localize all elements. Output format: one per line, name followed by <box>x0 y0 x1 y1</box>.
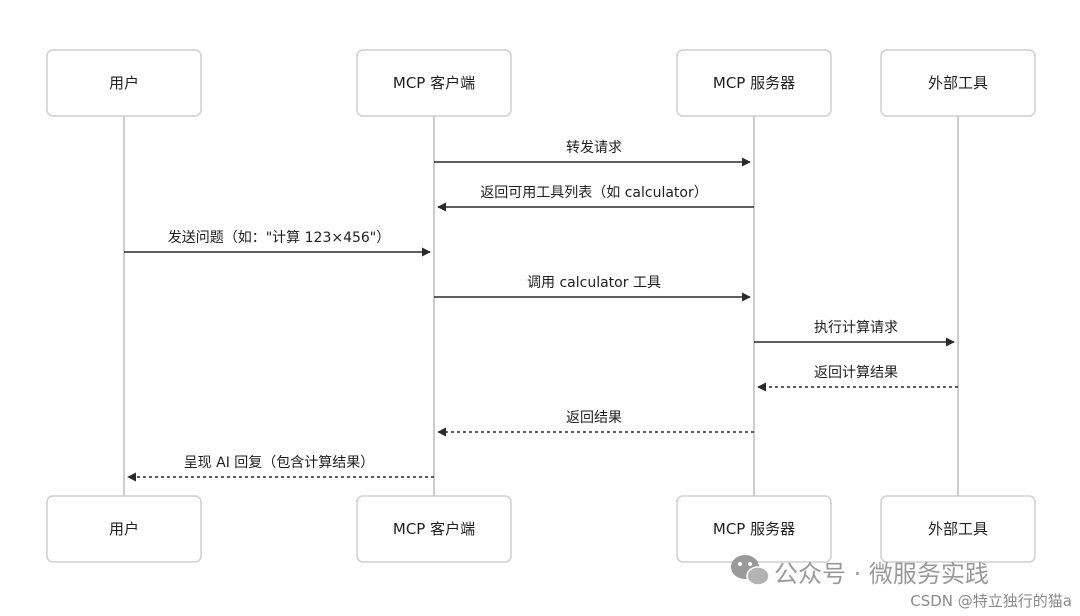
participant-box <box>356 49 512 117</box>
message-label: 执行计算请求 <box>814 320 898 336</box>
participant-user-bottom: 用户 <box>46 495 202 563</box>
watermark: 公众号 · 微服务实践 <box>731 555 989 588</box>
participant-label: MCP 服务器 <box>713 520 795 538</box>
participant-label: MCP 客户端 <box>393 520 475 538</box>
message-2: 返回可用工具列表（如 calculator） <box>437 185 754 212</box>
participant-tool-top: 外部工具 <box>880 49 1036 117</box>
message-label: 返回结果 <box>566 410 622 426</box>
participant-user-top: 用户 <box>46 49 202 117</box>
footer-credit: CSDN @特立独行的猫a <box>910 592 1072 610</box>
message-8: 呈现 AI 回复（包含计算结果） <box>127 454 434 482</box>
participant-box <box>880 495 1036 563</box>
participant-box <box>46 49 202 117</box>
lifelines <box>123 116 959 496</box>
message-1: 转发请求 <box>434 140 751 167</box>
message-6: 返回计算结果 <box>757 365 958 392</box>
participant-client-top: MCP 客户端 <box>356 49 512 117</box>
participant-label: MCP 客户端 <box>393 74 475 92</box>
message-label: 返回计算结果 <box>814 365 898 381</box>
participant-box <box>356 495 512 563</box>
message-label: 返回可用工具列表（如 calculator） <box>480 185 707 201</box>
message-3: 发送问题（如："计算 123×456"） <box>124 230 431 257</box>
participant-tool-bottom: 外部工具 <box>880 495 1036 563</box>
participant-label: 外部工具 <box>928 520 988 538</box>
message-7: 返回结果 <box>437 410 754 437</box>
message-label: 调用 calculator 工具 <box>527 275 661 291</box>
participant-label: 用户 <box>109 74 139 92</box>
participant-box <box>676 49 832 117</box>
wechat-icon <box>731 555 770 586</box>
participant-client-bottom: MCP 客户端 <box>356 495 512 563</box>
message-5: 执行计算请求 <box>754 320 955 347</box>
participant-box <box>880 49 1036 117</box>
message-label: 发送问题（如："计算 123×456"） <box>168 230 391 246</box>
participant-server-bottom: MCP 服务器 <box>676 495 832 563</box>
watermark-text: 公众号 · 微服务实践 <box>774 560 989 588</box>
message-label: 转发请求 <box>566 140 622 156</box>
message-4: 调用 calculator 工具 <box>434 275 751 302</box>
participant-server-top: MCP 服务器 <box>676 49 832 117</box>
participant-box <box>46 495 202 563</box>
participant-label: MCP 服务器 <box>713 74 795 92</box>
participant-label: 用户 <box>109 520 139 538</box>
participant-label: 外部工具 <box>928 74 988 92</box>
message-label: 呈现 AI 回复（包含计算结果） <box>184 454 375 471</box>
